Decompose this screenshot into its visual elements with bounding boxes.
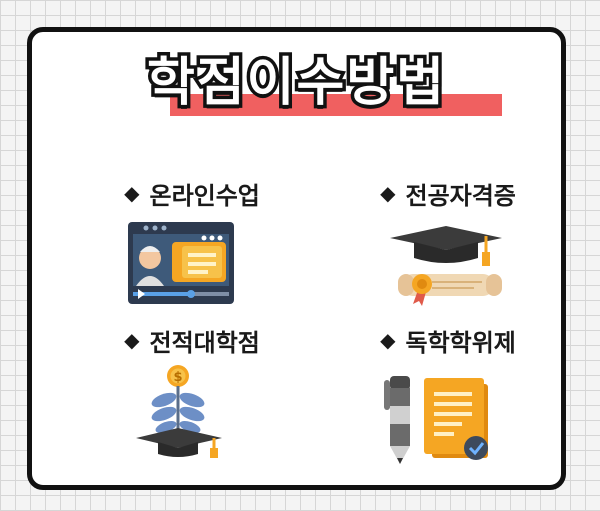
svg-text:$: $	[173, 370, 182, 385]
item-label: 전적대학점	[149, 328, 260, 357]
page-title: 학점이수방법	[143, 50, 447, 117]
item-label: 독학학위제	[405, 328, 516, 357]
title-highlight-bar	[170, 94, 502, 116]
item-label-row: ◆ 전공자격증	[328, 175, 568, 211]
diamond-bullet-icon: ◆	[124, 181, 140, 205]
online-lecture-icon	[128, 222, 234, 304]
graduation-cap-certificate-icon	[390, 226, 502, 306]
diamond-bullet-icon: ◆	[380, 181, 396, 205]
coin-plant-graduation-cap-icon: $	[136, 365, 222, 458]
item-label-row: ◆ 전적대학점	[72, 322, 312, 358]
diamond-bullet-icon: ◆	[380, 328, 396, 352]
item-major-certificate: ◆ 전공자격증	[328, 175, 568, 211]
item-label-row: ◆ 독학학위제	[328, 322, 568, 358]
title-area: 학점이수방법	[32, 48, 561, 128]
item-transfer-credits: ◆ 전적대학점	[72, 322, 312, 358]
item-label-row: ◆ 온라인수업	[72, 175, 312, 211]
info-card: 학점이수방법 ◆ 온라인수업 ◆ 전공자격증	[27, 27, 566, 490]
item-label: 전공자격증	[405, 181, 516, 210]
item-self-study-degree: ◆ 독학학위제	[328, 322, 568, 358]
item-label: 온라인수업	[149, 181, 260, 210]
item-online-class: ◆ 온라인수업	[72, 175, 312, 211]
pen-and-document-icon	[384, 376, 488, 464]
diamond-bullet-icon: ◆	[124, 328, 140, 352]
